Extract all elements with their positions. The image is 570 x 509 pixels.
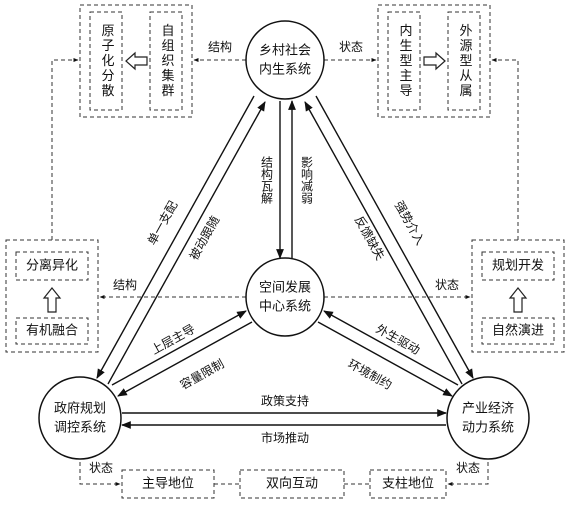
box-pillar: 支柱地位 bbox=[382, 477, 434, 492]
box-endogenous: 内生型主导 bbox=[397, 23, 413, 99]
node-rural-line1: 乡村社会 bbox=[259, 43, 311, 59]
arrow-ind-to-rural bbox=[304, 101, 463, 385]
label-diag-right-inner: 反馈缺失 bbox=[352, 213, 388, 262]
label-cl-lower: 容量限制 bbox=[177, 356, 226, 392]
arrow-gov-to-center bbox=[111, 310, 247, 386]
box-dominant: 主导地位 bbox=[142, 477, 194, 492]
label-cr-lower: 环境制约 bbox=[346, 356, 395, 392]
box-self-organized: 自组织集群 bbox=[159, 24, 175, 99]
connector-ind-state bbox=[447, 448, 489, 486]
label-vert-right: 影响减弱 bbox=[300, 156, 314, 205]
label-mid-structure: 结构 bbox=[113, 277, 137, 292]
node-rural: 乡村社会 内生系统 bbox=[245, 20, 325, 100]
box-exogenous: 外源型从属 bbox=[457, 24, 473, 99]
hollow-arrow-up-icon bbox=[508, 287, 528, 313]
node-industry: 产业经济 动力系统 bbox=[446, 376, 530, 460]
top-left-group: 原子化分散 自组织集群 bbox=[79, 4, 193, 118]
label-diag-left-inner: 被动跟随 bbox=[186, 213, 222, 262]
node-gov-line1: 政府规划 bbox=[54, 402, 106, 417]
bottom-group: 主导地位 双向互动 支柱地位 bbox=[121, 469, 447, 499]
box-natural-evo: 自然演进 bbox=[492, 323, 544, 339]
label-vert-left: 结构瓦解 bbox=[260, 156, 274, 205]
label-diag-left-outer: 单一支配 bbox=[145, 199, 181, 248]
label-diag-right-outer: 强势介入 bbox=[392, 199, 428, 248]
node-center-line1: 空间发展 bbox=[259, 280, 311, 296]
label-top-structure: 结构 bbox=[208, 39, 232, 54]
solid-arrows bbox=[96, 95, 474, 429]
node-center-line2: 中心系统 bbox=[259, 300, 311, 315]
connector-right-loop bbox=[491, 58, 519, 240]
top-right-group: 内生型主导 外源型从属 bbox=[377, 4, 491, 118]
arrow-rural-to-ind bbox=[315, 95, 474, 379]
node-gov-line2: 调控系统 bbox=[54, 421, 106, 436]
hollow-arrow-up-icon bbox=[42, 287, 62, 313]
node-industry-line1: 产业经济 bbox=[462, 402, 514, 417]
box-separation: 分离异化 bbox=[26, 258, 78, 274]
left-group: 分离异化 有机融合 bbox=[5, 239, 99, 353]
label-gov-state: 状态 bbox=[89, 461, 113, 475]
node-industry-line2: 动力系统 bbox=[462, 421, 514, 436]
arrow-center-to-gov bbox=[117, 321, 253, 397]
hollow-arrow-right-icon bbox=[423, 51, 446, 71]
box-pillar-frame bbox=[369, 469, 447, 499]
box-planned-dev: 规划开发 bbox=[492, 258, 544, 274]
box-organic: 有机融合 bbox=[26, 324, 78, 339]
label-ind-state: 状态 bbox=[456, 461, 480, 475]
connector-left-loop bbox=[51, 58, 79, 240]
box-atomized: 原子化分散 bbox=[99, 24, 115, 99]
arrow-rural-to-gov bbox=[96, 95, 255, 379]
box-interaction: 双向互动 bbox=[266, 476, 318, 492]
node-gov: 政府规划 调控系统 bbox=[38, 376, 122, 460]
connector-gov-state bbox=[79, 448, 121, 486]
hollow-arrow-left-icon bbox=[125, 51, 148, 71]
label-h-bottom: 市场推动 bbox=[261, 430, 309, 445]
arrow-ind-to-center bbox=[323, 310, 459, 386]
label-h-top: 政策支持 bbox=[261, 393, 309, 408]
arrow-gov-to-rural bbox=[107, 101, 266, 385]
dashed-connectors bbox=[51, 58, 519, 486]
arrow-center-to-ind bbox=[317, 321, 453, 397]
node-rural-line2: 内生系统 bbox=[259, 62, 311, 78]
right-group: 规划开发 自然演进 bbox=[471, 239, 565, 353]
box-interaction-frame bbox=[239, 469, 345, 499]
node-center: 空间发展 中心系统 bbox=[245, 257, 325, 337]
label-top-state: 状态 bbox=[339, 40, 363, 54]
edge-labels: 结构 状态 结构 状态 状态 状态 结构瓦解 影响减弱 单一支配 被动跟随 强势… bbox=[89, 39, 480, 475]
label-mid-state: 状态 bbox=[435, 278, 459, 292]
